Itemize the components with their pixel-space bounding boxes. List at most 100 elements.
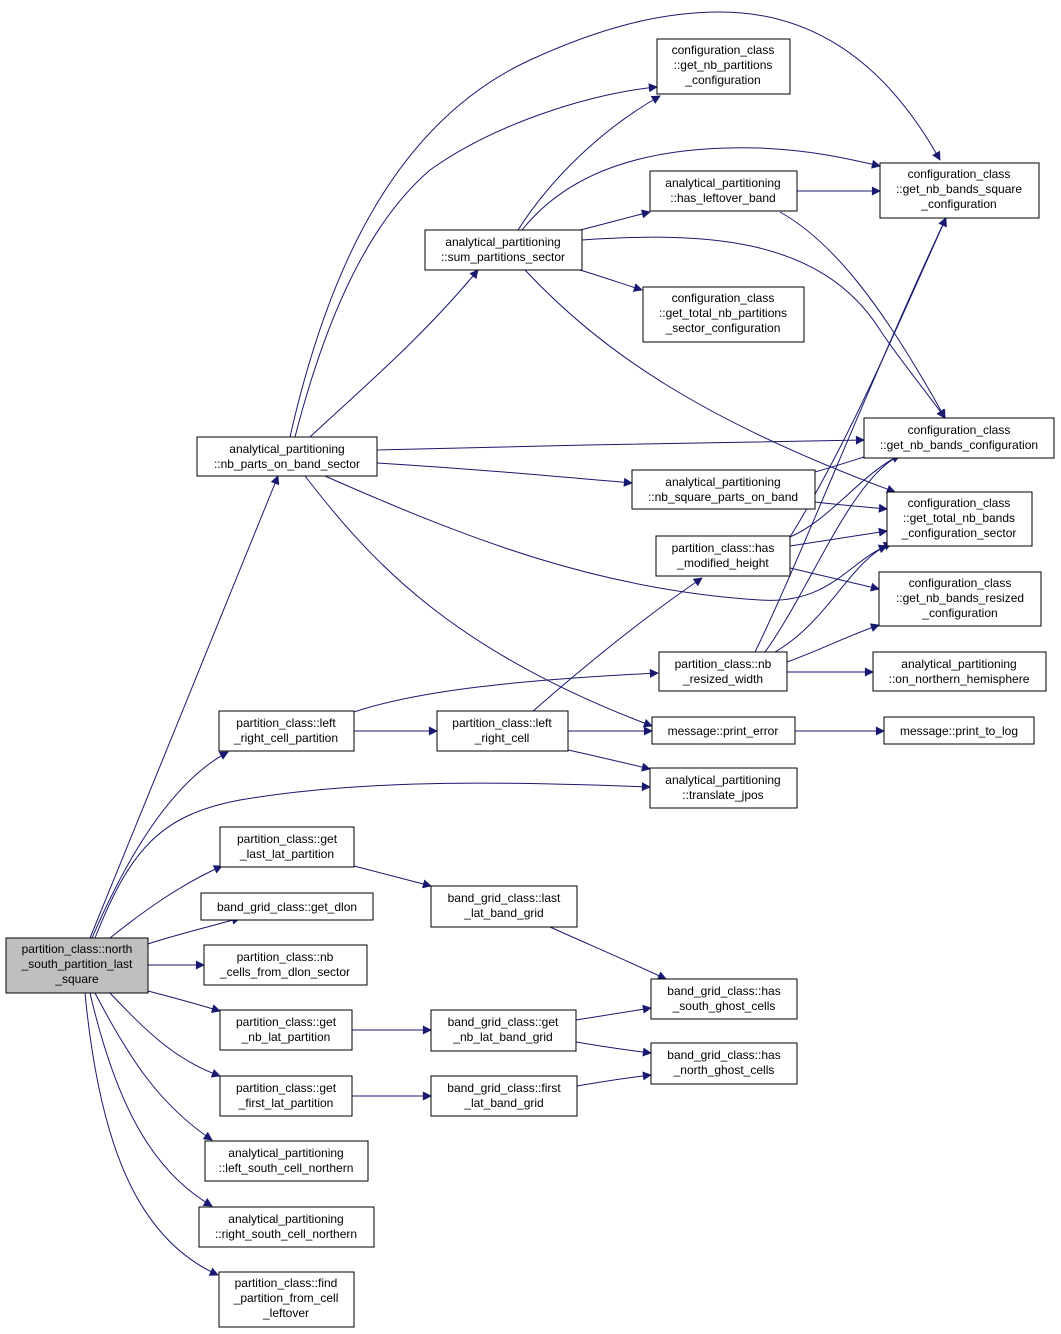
nodes: partition_class::north _south_partition_… <box>5 38 1055 1328</box>
edge-nb_parts-cfg_tot_bands <box>324 475 888 601</box>
edge-root-get_first_lat <box>109 992 221 1078</box>
node-label-line: ::nb_parts_on_band_sector <box>214 457 360 471</box>
node-has-north-ghost-cells[interactable]: band_grid_class::has _north_ghost_cells <box>650 1042 798 1085</box>
node-label-line: _configuration <box>921 606 997 620</box>
node-get-total-nb-bands-configuration-sector[interactable]: configuration_class ::get_total_nb_bands… <box>886 491 1033 547</box>
node-label-line: ::right_south_cell_northern <box>215 1227 357 1241</box>
node-get-nb-partitions-configuration[interactable]: configuration_class ::get_nb_partitions … <box>656 38 791 95</box>
node-get-nb-bands-configuration[interactable]: configuration_class ::get_nb_bands_confi… <box>863 417 1055 459</box>
node-label-line: analytical_partitioning <box>665 475 780 489</box>
node-label-line: ::on_northern_hemisphere <box>889 672 1030 686</box>
node-last-lat-band-grid[interactable]: band_grid_class::last _lat_band_grid <box>430 885 578 928</box>
node-label-line: _leftover <box>262 1306 309 1320</box>
edge-root-lr_cell_part <box>91 751 229 939</box>
node-label-line: _last_lat_partition <box>239 847 334 861</box>
edge-sum_part-cfg_tot_part <box>579 269 643 292</box>
node-label-line: ::get_nb_bands_resized <box>896 591 1024 605</box>
edge-root-get_nb_lat <box>147 990 221 1013</box>
node-label-line: partition_class::find <box>235 1276 338 1290</box>
edge-sum_part-cfg_bands <box>581 236 946 419</box>
edge-lr_cell_part-nb_resized <box>353 668 659 713</box>
node-label-line: _modified_height <box>676 556 769 570</box>
node-get-nb-lat-partition[interactable]: partition_class::get _nb_lat_partition <box>219 1009 353 1051</box>
edge-has_mod-cfg_resized <box>789 567 880 592</box>
node-label-line: _sector_configuration <box>665 321 781 335</box>
node-print-to-log[interactable]: message::print_to_log <box>883 716 1035 745</box>
edge-sum_part-cfg_tot_bands <box>524 269 896 494</box>
node-label-line: _cells_from_dlon_sector <box>219 965 350 979</box>
node-label-line: _north_ghost_cells <box>673 1063 775 1077</box>
node-get-nb-bands-resized-configuration[interactable]: configuration_class ::get_nb_bands_resiz… <box>878 571 1042 627</box>
node-label-line: configuration_class <box>909 576 1012 590</box>
node-label-line: _right_cell_partition <box>233 731 338 745</box>
node-right-south-cell-northern[interactable]: analytical_partitioning ::right_south_ce… <box>198 1206 375 1248</box>
node-label-line: configuration_class <box>908 423 1011 437</box>
edge-root-find_part <box>84 992 219 1276</box>
node-get-dlon[interactable]: band_grid_class::get_dlon <box>200 892 374 921</box>
node-label-line: partition_class::nb <box>675 657 772 671</box>
node-left-right-cell-partition[interactable]: partition_class::left _right_cell_partit… <box>218 710 355 752</box>
edge-nb_resized-cfg_bands <box>764 454 901 653</box>
edge-has_left-cfg_bands <box>779 211 946 419</box>
edge-nb_sq_parts-cfg_tot_bands <box>814 501 888 513</box>
node-nb-parts-on-band-sector[interactable]: analytical_partitioning ::nb_parts_on_ba… <box>196 436 378 477</box>
node-label-line: _first_lat_partition <box>238 1096 334 1110</box>
edge-lr_cell-has_mod <box>531 577 703 713</box>
node-nb-cells-from-dlon-sector[interactable]: partition_class::nb _cells_from_dlon_sec… <box>203 944 368 986</box>
node-first-lat-band-grid[interactable]: band_grid_class::first _lat_band_grid <box>430 1075 578 1117</box>
node-get-first-lat-partition[interactable]: partition_class::get _first_lat_partitio… <box>219 1075 353 1117</box>
node-has-leftover-band[interactable]: analytical_partitioning ::has_leftover_b… <box>649 170 798 212</box>
node-label-line: partition_class::left <box>236 716 336 730</box>
node-has-south-ghost-cells[interactable]: band_grid_class::has _south_ghost_cells <box>650 978 798 1020</box>
node-get-total-nb-partitions-sector-configuration[interactable]: configuration_class ::get_total_nb_parti… <box>642 286 805 343</box>
node-on-northern-hemisphere[interactable]: analytical_partitioning ::on_northern_he… <box>872 651 1047 692</box>
node-nb-resized-width[interactable]: partition_class::nb _resized_width <box>658 651 788 692</box>
node-get-last-lat-partition[interactable]: partition_class::get _last_lat_partition <box>219 826 355 868</box>
edge-get_last_lat-last_lat_bg <box>353 865 432 889</box>
node-nb-square-parts-on-band[interactable]: analytical_partitioning ::nb_square_part… <box>631 469 816 510</box>
node-label-line: ::left_south_cell_northern <box>219 1161 354 1175</box>
node-label-line: _south_partition_last <box>21 957 133 971</box>
edge-sum_part-cfg_nb_part <box>517 95 661 231</box>
node-north-south-partition-last-square[interactable]: partition_class::north _south_partition_… <box>5 937 149 994</box>
node-label-line: _right_cell <box>474 731 530 745</box>
edge-root-left_south <box>94 992 213 1141</box>
edge-sum_part-has_left <box>579 209 651 231</box>
node-find-partition-from-cell-leftover[interactable]: partition_class::find _partition_from_ce… <box>218 1271 355 1328</box>
node-label-line: configuration_class <box>672 43 775 57</box>
node-label-line: ::get_nb_bands_square <box>896 182 1022 196</box>
node-label-line: ::get_nb_bands_configuration <box>880 438 1038 452</box>
node-label-line: analytical_partitioning <box>665 773 780 787</box>
node-label-line: _lat_band_grid <box>463 906 543 920</box>
node-label-line: message::print_error <box>668 724 779 738</box>
edge-has_mod-cfg_tot_bands <box>789 527 888 547</box>
node-label-line: ::nb_square_parts_on_band <box>648 490 798 504</box>
node-label-line: _nb_lat_partition <box>241 1030 331 1044</box>
node-label-line: analytical_partitioning <box>228 1146 343 1160</box>
node-label-line: _configuration <box>684 73 760 87</box>
node-print-error[interactable]: message::print_error <box>651 716 796 745</box>
node-label-line: ::get_total_nb_bands <box>903 511 1015 525</box>
node-get-nb-bands-square-configuration[interactable]: configuration_class ::get_nb_bands_squar… <box>879 162 1040 219</box>
node-left-south-cell-northern[interactable]: analytical_partitioning ::left_south_cel… <box>204 1140 369 1182</box>
node-label-line: band_grid_class::last <box>448 891 561 905</box>
node-label-line: band_grid_class::has <box>667 1048 780 1062</box>
node-label-line: band_grid_class::first <box>447 1081 561 1095</box>
node-label-line: analytical_partitioning <box>228 1212 343 1226</box>
node-get-nb-lat-band-grid[interactable]: band_grid_class::get _nb_lat_band_grid <box>430 1009 577 1052</box>
edge-nb_resized-cfg_sq <box>754 217 947 653</box>
node-translate-jpos[interactable]: analytical_partitioning ::translate_jpos <box>649 767 798 809</box>
edge-root-get_dlon <box>147 915 241 945</box>
node-sum-partitions-sector[interactable]: analytical_partitioning ::sum_partitions… <box>424 229 583 271</box>
edge-nb_parts-sum_part <box>309 269 479 438</box>
node-label-line: _partition_from_cell <box>233 1291 339 1305</box>
edge-root-get_last_lat <box>109 865 223 939</box>
node-left-right-cell[interactable]: partition_class::left _right_cell <box>436 710 569 752</box>
edge-nb_resized-cfg_tot_bands <box>774 541 893 653</box>
node-label-line: _configuration_sector <box>901 526 1017 540</box>
node-label-line: partition_class::get <box>237 832 338 846</box>
edge-has_mod-cfg_bands <box>789 454 901 538</box>
node-label-line: partition_class::has <box>672 541 775 555</box>
node-has-modified-height[interactable]: partition_class::has _modified_height <box>655 535 791 577</box>
